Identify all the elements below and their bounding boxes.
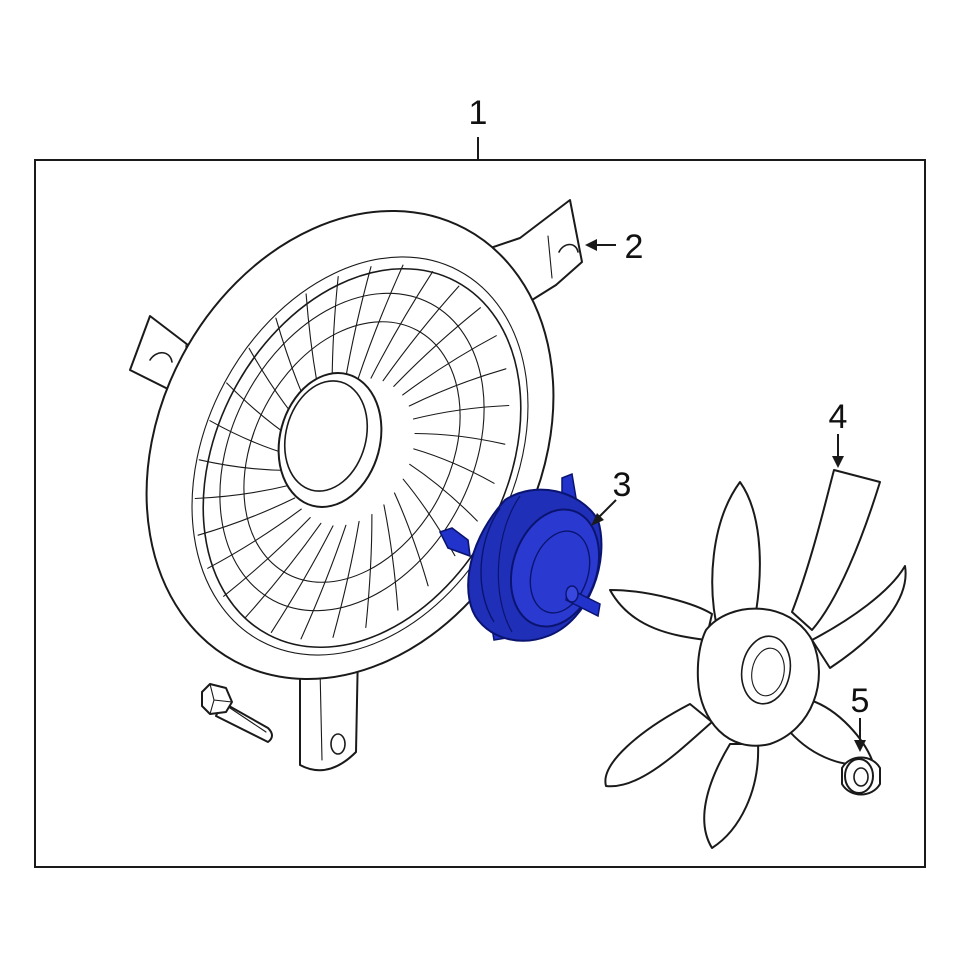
shroud-bracket-bottom bbox=[299, 649, 359, 772]
fan-blade-vane-6 bbox=[604, 703, 713, 788]
shroud-spoke bbox=[244, 522, 322, 619]
callout-3-arrowhead bbox=[591, 513, 604, 526]
shroud-spoke bbox=[414, 432, 506, 445]
shroud-spoke bbox=[194, 484, 292, 500]
fan-shroud-icon bbox=[129, 199, 583, 772]
callout-5-label: 5 bbox=[851, 682, 870, 720]
callout-4[interactable]: 4 bbox=[829, 398, 848, 468]
callout-4-label: 4 bbox=[829, 398, 848, 436]
callout-5-arrowhead bbox=[854, 740, 866, 752]
nut-icon[interactable] bbox=[841, 756, 881, 796]
shroud-hub bbox=[277, 372, 383, 508]
shroud-spoke bbox=[402, 335, 497, 396]
callout-3-leader bbox=[597, 499, 617, 519]
fan-blade-vane-5 bbox=[703, 743, 760, 849]
shroud-spoke bbox=[413, 448, 495, 484]
shroud-spoke bbox=[365, 513, 373, 629]
fan-blade-vane-1 bbox=[711, 481, 761, 641]
fan-blade-vane-3 bbox=[811, 565, 907, 669]
fan-motor-icon[interactable] bbox=[438, 472, 613, 642]
shroud-spoke bbox=[370, 271, 434, 379]
fan-blade-vane-7 bbox=[609, 589, 713, 641]
callout-2[interactable]: 2 bbox=[585, 228, 643, 266]
callout-3-label: 3 bbox=[613, 466, 632, 504]
shroud-spoke bbox=[357, 264, 404, 380]
callout-4-arrowhead bbox=[832, 456, 844, 468]
shroud-spoke bbox=[223, 517, 311, 597]
shroud-spoke bbox=[393, 492, 429, 587]
shroud-spoke bbox=[412, 404, 510, 420]
fan-blade-icon[interactable] bbox=[604, 469, 907, 849]
callout-3[interactable]: 3 bbox=[591, 466, 631, 526]
shroud-guard-spokes bbox=[194, 264, 510, 640]
shroud-guard-ring-2 bbox=[243, 321, 461, 583]
shroud-spoke bbox=[409, 463, 478, 522]
shroud-spoke bbox=[207, 508, 302, 569]
callout-1[interactable]: 1 bbox=[469, 94, 488, 160]
bolt-head bbox=[201, 683, 233, 715]
callout-5[interactable]: 5 bbox=[851, 682, 870, 752]
shroud-spoke bbox=[270, 525, 334, 633]
callout-2-arrowhead bbox=[585, 239, 597, 251]
callout-2-label: 2 bbox=[625, 228, 644, 266]
bolt-icon[interactable] bbox=[201, 683, 273, 743]
fan-blade-vanes bbox=[604, 469, 907, 849]
shroud-spoke bbox=[408, 368, 507, 407]
callout-1-label: 1 bbox=[469, 94, 488, 132]
fan-blade-vane-2 bbox=[791, 469, 881, 631]
shroud-spoke bbox=[344, 266, 372, 384]
shroud-spoke bbox=[382, 285, 460, 382]
shroud-spoke bbox=[197, 497, 296, 536]
shroud-spoke bbox=[383, 504, 399, 611]
fan-blade-hub bbox=[696, 607, 820, 747]
assembly-frame bbox=[34, 159, 926, 868]
motor-connector bbox=[438, 527, 471, 558]
shroud-spoke bbox=[300, 524, 347, 640]
bolt-shank bbox=[215, 701, 273, 743]
shroud-spoke bbox=[393, 307, 481, 387]
shroud-guard-ring-1 bbox=[219, 292, 485, 612]
shroud-spoke bbox=[332, 520, 360, 638]
